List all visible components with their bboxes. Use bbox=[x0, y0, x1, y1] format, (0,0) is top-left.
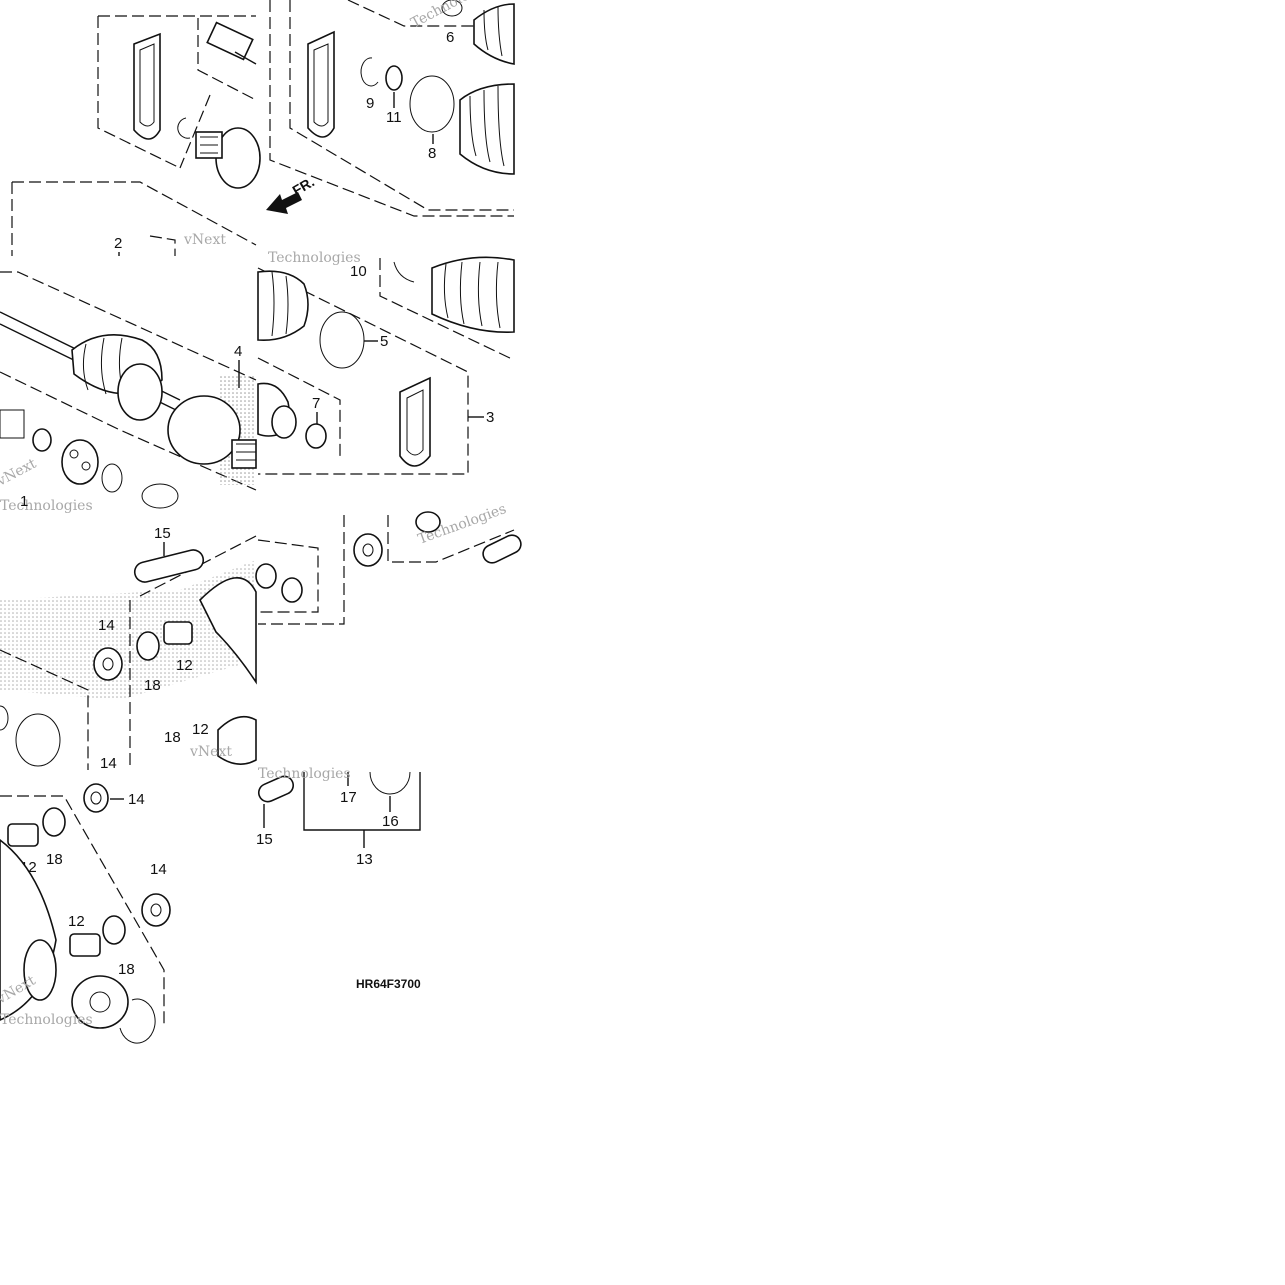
callout-13: 13 bbox=[356, 851, 373, 868]
outer-joint-icon bbox=[167, 395, 241, 465]
grease-pack-icon bbox=[307, 30, 335, 138]
band-clip-icon bbox=[385, 65, 403, 91]
callout-1: 1 bbox=[20, 493, 28, 510]
grease-pack-icon bbox=[133, 32, 161, 140]
tile-lower-middle: Technologies bbox=[255, 501, 522, 625]
pivot-collar-icon bbox=[482, 534, 522, 564]
snap-ring-icon bbox=[119, 998, 156, 1044]
cv-boot-icon bbox=[431, 256, 515, 333]
callout-10: 10 bbox=[350, 263, 367, 280]
boot-band-icon bbox=[409, 75, 455, 133]
callout-15: 15 bbox=[256, 831, 273, 848]
outer-joint-icon bbox=[117, 363, 163, 421]
callout-11: 11 bbox=[386, 109, 402, 126]
stub-spline-icon bbox=[231, 439, 257, 469]
snap-ring-icon bbox=[177, 117, 191, 139]
grease-pack-icon bbox=[399, 376, 431, 467]
callout-14: 14 bbox=[150, 861, 167, 878]
tile-lower-left: 15 14 18 12 14 18 12 vNext bbox=[0, 525, 257, 772]
watermark-text: vNext bbox=[0, 456, 39, 490]
callout-8: 8 bbox=[428, 145, 436, 162]
callout-18: 18 bbox=[144, 677, 161, 694]
callout-18: 18 bbox=[118, 961, 135, 978]
tile-middle-left: 4 vNext Technologies 1 bbox=[0, 271, 257, 514]
watermark-text: vNext bbox=[183, 232, 226, 248]
pivot-collar-icon bbox=[257, 775, 295, 803]
snap-ring-icon bbox=[369, 771, 411, 795]
pivot-collar-icon bbox=[133, 549, 205, 583]
callout-9: 9 bbox=[366, 95, 374, 112]
callout-14: 14 bbox=[98, 617, 115, 634]
callout-16: 16 bbox=[382, 813, 399, 830]
bearing-cage-icon bbox=[61, 439, 99, 485]
cv-boot-icon bbox=[473, 3, 515, 65]
callout-18: 18 bbox=[46, 851, 63, 868]
callout-14: 14 bbox=[128, 791, 145, 808]
dust-seal-icon bbox=[141, 893, 171, 927]
bushing-icon bbox=[69, 933, 101, 957]
dust-seal-icon bbox=[83, 783, 109, 813]
cv-boot-icon bbox=[459, 83, 515, 175]
oil-seal-icon bbox=[136, 631, 160, 661]
tile-top-left: 2 vNext bbox=[11, 15, 261, 256]
watermark-text: Technologies bbox=[268, 250, 361, 266]
watermark-text: vNext bbox=[189, 744, 232, 760]
callout-18: 18 bbox=[164, 729, 181, 746]
spline-shaft-icon bbox=[206, 21, 254, 61]
dust-seal-icon bbox=[353, 533, 383, 567]
knuckle-housing-icon bbox=[0, 838, 57, 1021]
callout-17: 17 bbox=[340, 789, 357, 806]
drawing-code: HR64F3700 bbox=[356, 977, 421, 991]
dust-seal-icon bbox=[93, 647, 123, 681]
bushing-icon bbox=[7, 823, 39, 847]
watermark-text: Technologies bbox=[258, 766, 351, 782]
callout-5: 5 bbox=[380, 333, 388, 350]
callout-3: 3 bbox=[486, 409, 494, 426]
tile-top-right: 9 11 8 6 FR. Technologies bbox=[266, 0, 515, 217]
oil-seal-icon bbox=[42, 807, 66, 837]
band-clip-icon bbox=[281, 577, 303, 603]
callout-4: 4 bbox=[234, 343, 242, 360]
band-clip-icon bbox=[305, 423, 327, 449]
oil-seal-icon bbox=[102, 915, 126, 945]
bearing-icon bbox=[71, 975, 129, 1029]
snap-ring-icon bbox=[101, 463, 123, 493]
callout-7: 7 bbox=[312, 395, 320, 412]
bushing-icon bbox=[163, 621, 193, 645]
callout-12: 12 bbox=[176, 657, 193, 674]
callout-12: 12 bbox=[192, 721, 209, 738]
tile-bottom-middle: 15 17 16 13 Technologies bbox=[256, 766, 421, 868]
boot-band-icon bbox=[319, 311, 365, 369]
callout-12: 12 bbox=[68, 913, 85, 930]
callout-6: 6 bbox=[446, 29, 454, 46]
boot-band-icon bbox=[15, 713, 61, 767]
swing-arm-icon bbox=[199, 576, 257, 765]
callout-14: 14 bbox=[100, 755, 117, 772]
watermark-text: Technologies bbox=[0, 1012, 93, 1028]
callout-2: 2 bbox=[114, 235, 122, 252]
callout-15: 15 bbox=[154, 525, 171, 542]
tile-bottom-left: 14 12 18 14 12 18 vNext Technologies bbox=[0, 783, 171, 1044]
front-direction-arrow-icon: FR. bbox=[266, 173, 317, 214]
tile-middle-right: 10 5 7 3 Technologies bbox=[257, 250, 515, 475]
snap-ring-icon bbox=[360, 57, 379, 87]
cv-boot-icon bbox=[257, 270, 309, 342]
watermark-text: Technologies bbox=[0, 498, 93, 514]
band-clip-icon bbox=[141, 483, 179, 509]
